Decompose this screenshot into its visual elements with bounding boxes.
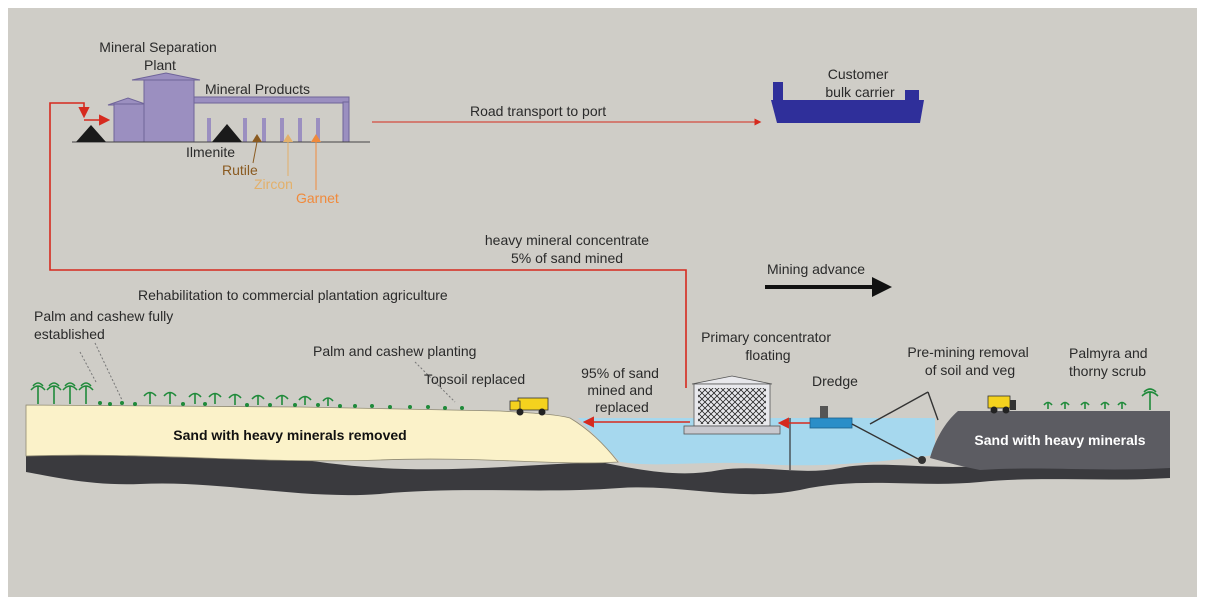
established-leader-2 <box>79 351 97 383</box>
five-percent-label: 5% of sand mined <box>511 250 623 266</box>
bedrock-layer <box>26 454 1170 496</box>
bulk-carrier-ship <box>771 82 924 123</box>
ore-stockpile <box>76 125 106 142</box>
floating-concentrator <box>683 375 781 435</box>
palm-cashew-planting-label: Palm and cashew planting <box>313 343 476 359</box>
bulldozer <box>987 395 1016 414</box>
palm-cashew-established-label: Palm and cashew fully established <box>34 308 177 342</box>
rutile-pile <box>252 134 262 142</box>
palmyra-label: Palmyra and thorny scrub <box>1069 345 1151 379</box>
plantation-vegetation <box>30 382 334 406</box>
mining-advance-label: Mining advance <box>767 261 865 277</box>
customer-bulk-carrier-label: Customer bulk carrier <box>825 66 895 100</box>
sand-with-minerals-label: Sand with heavy minerals <box>974 432 1145 448</box>
road-transport-label: Road transport to port <box>470 103 606 119</box>
concentrate-label: heavy mineral concentrate <box>485 232 649 248</box>
topsoil-replaced-label: Topsoil replaced <box>424 371 525 387</box>
ilmenite-pile <box>212 124 242 142</box>
dredge <box>789 391 939 470</box>
established-leader <box>94 342 123 401</box>
garnet-pile <box>311 134 321 142</box>
scrub-vegetation <box>1043 388 1159 410</box>
planting-leader <box>414 361 456 403</box>
dredge-label: Dredge <box>812 373 858 389</box>
mineral-products-label: Mineral Products <box>205 81 310 97</box>
rutile-label: Rutile <box>222 162 258 178</box>
plant-label: Mineral Separation Plant <box>99 39 220 73</box>
unmined-ore-body <box>930 411 1170 470</box>
sand-removed-label: Sand with heavy minerals removed <box>173 427 406 443</box>
zircon-pile <box>283 134 293 142</box>
background-panel <box>8 8 1197 597</box>
dredge-pond <box>578 418 935 466</box>
garnet-label: Garnet <box>296 190 339 206</box>
rutile-leader <box>252 141 258 164</box>
ground-cover-dots <box>98 401 464 410</box>
ninety-five-percent-label: 95% of sand mined and replaced <box>581 365 663 415</box>
concentrate-return-line <box>49 102 687 388</box>
zircon-label: Zircon <box>254 176 293 192</box>
rehabilitated-sand <box>25 404 619 464</box>
ilmenite-label: Ilmenite <box>186 144 235 160</box>
rehabilitation-label: Rehabilitation to commercial plantation … <box>138 287 448 303</box>
topsoil-truck <box>509 397 549 416</box>
primary-concentrator-label: Primary concentrator floating <box>701 329 835 363</box>
pre-mining-label: Pre-mining removal of soil and veg <box>907 344 1032 378</box>
